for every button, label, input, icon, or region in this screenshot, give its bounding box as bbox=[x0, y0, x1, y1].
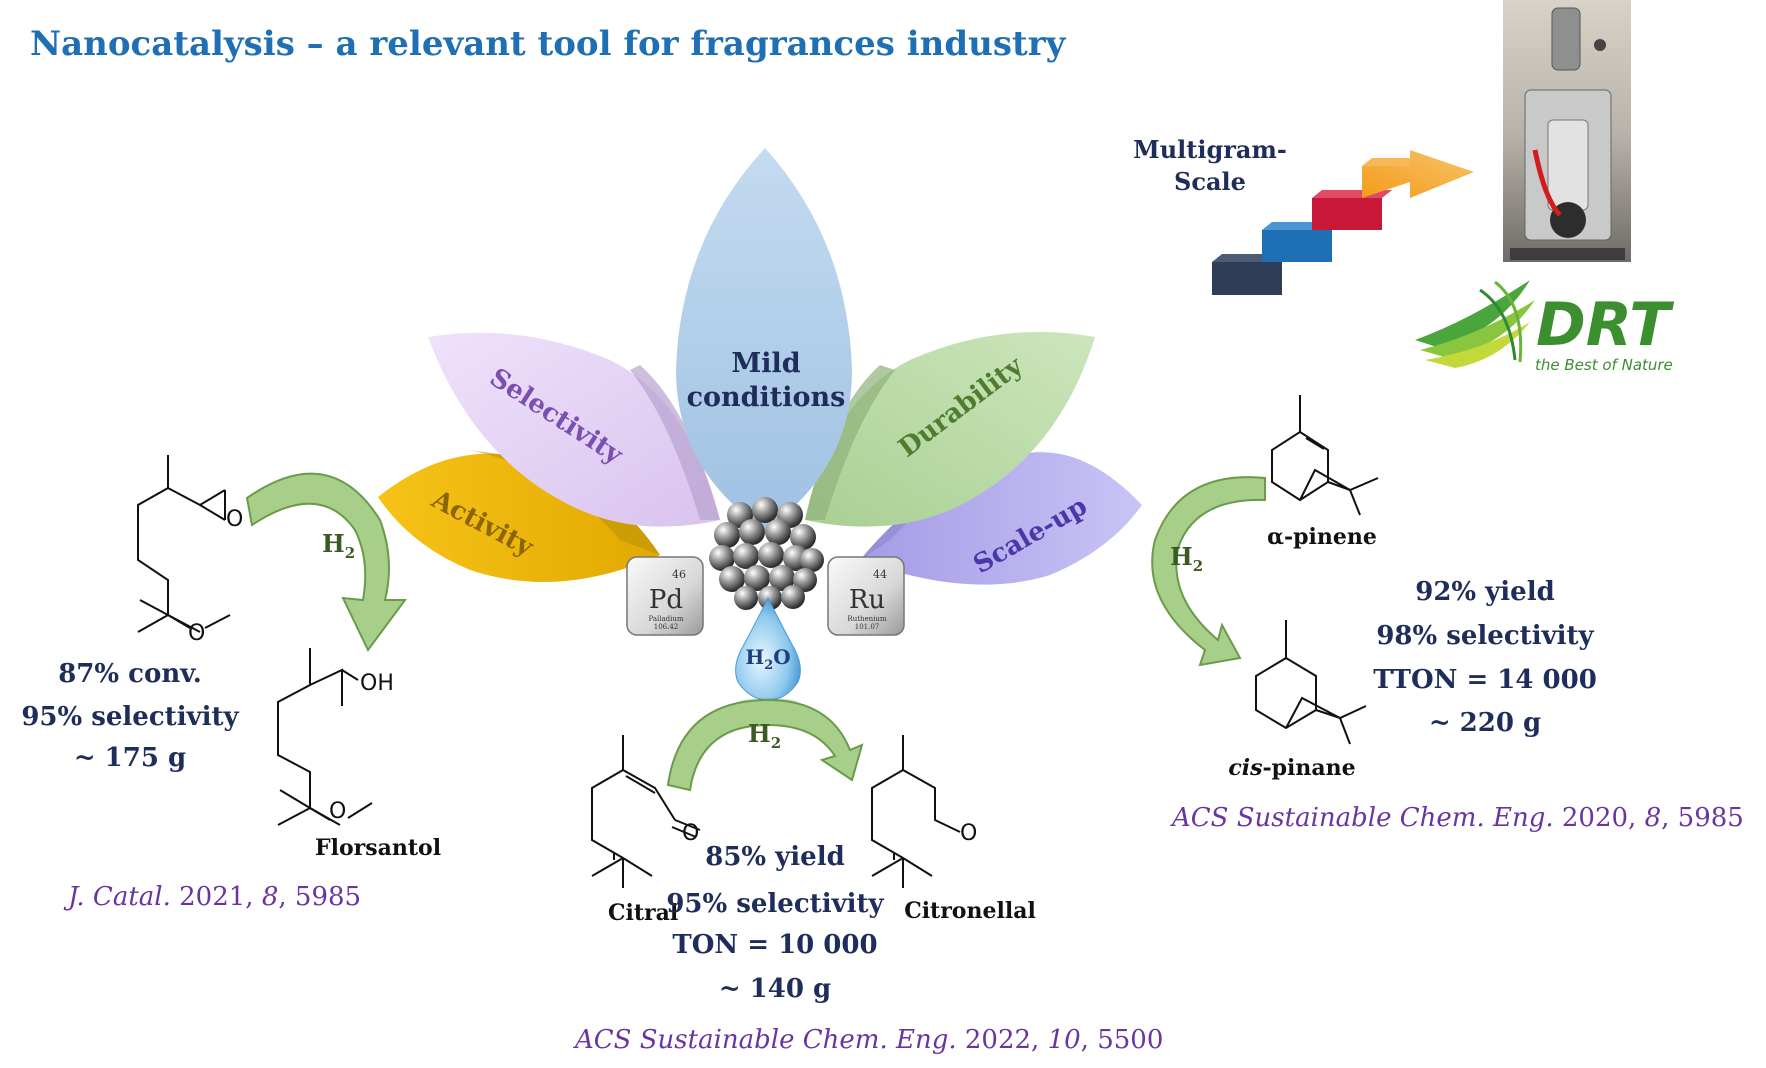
left-stat-mass: ~ 175 g bbox=[74, 743, 186, 773]
petal-label-mild-line1: Mild bbox=[731, 348, 800, 379]
drt-logo-tagline: the Best of Nature bbox=[1535, 356, 1673, 374]
ether-oxygen-atom: O bbox=[188, 621, 205, 646]
left-reaction: O O H2 87% conv. 95% selectivity ~ 175 g… bbox=[21, 455, 441, 912]
florsantol-ether-oxygen: O bbox=[329, 799, 346, 824]
svg-text:Palladium: Palladium bbox=[648, 615, 683, 623]
citronellal-structure bbox=[871, 735, 961, 888]
right-h2-label: H2 bbox=[1170, 542, 1203, 575]
florsantol-structure bbox=[277, 648, 373, 826]
nanoparticle-cluster-icon bbox=[709, 497, 824, 610]
center-stat-yield: 85% yield bbox=[705, 842, 845, 872]
petal-selectivity bbox=[428, 332, 720, 527]
svg-text:Pd: Pd bbox=[649, 585, 683, 615]
right-reference: ACS Sustainable Chem. Eng. 2020, 8, 5985 bbox=[1170, 803, 1744, 833]
petal-activity-shadow bbox=[470, 450, 660, 555]
water-drop-icon: H2O bbox=[735, 596, 801, 706]
center-stat-selectivity: 95% selectivity bbox=[666, 889, 884, 919]
petal-label-mild-line2: conditions bbox=[687, 382, 846, 413]
cis-pinane-structure bbox=[1255, 620, 1367, 745]
center-reaction: O Citral H2 O Citronellal 85% yield 95% … bbox=[573, 698, 1163, 1055]
flower-diagram: Selectivity Mild conditions Durability A… bbox=[378, 148, 1142, 706]
left-reference: J. Catal. 2021, 8, 5985 bbox=[63, 882, 361, 912]
right-stat-selectivity: 98% selectivity bbox=[1376, 621, 1594, 651]
right-stat-tton: TTON = 14 000 bbox=[1373, 665, 1597, 695]
water-label: H2O bbox=[745, 645, 790, 673]
drt-logo: DRT the Best of Nature bbox=[1415, 280, 1674, 374]
left-reaction-arrow bbox=[245, 472, 407, 652]
petal-mild-conditions bbox=[676, 148, 852, 530]
multigram-scale-graphic: Multigram- Scale bbox=[1133, 0, 1674, 374]
svg-text:Ru: Ru bbox=[849, 585, 885, 615]
right-reaction: α-pinene H2 cis-pinane 92% yield 98% sel… bbox=[1151, 395, 1744, 833]
petal-scaleup bbox=[860, 452, 1142, 585]
cis-pinane-label: cis-pinane bbox=[1228, 755, 1355, 781]
citral-oxygen-atom: O bbox=[682, 821, 699, 846]
left-h2-label: H2 bbox=[322, 529, 355, 562]
epoxide-reactant-structure bbox=[137, 455, 231, 633]
svg-text:44: 44 bbox=[873, 568, 887, 581]
citral-structure bbox=[591, 735, 701, 888]
center-stat-ton: TON = 10 000 bbox=[672, 930, 877, 960]
citronellal-oxygen-atom: O bbox=[960, 821, 977, 846]
staircase-arrow-icon bbox=[1212, 150, 1474, 295]
svg-text:Ruthenium: Ruthenium bbox=[847, 615, 886, 623]
florsantol-label: Florsantol bbox=[315, 835, 441, 861]
center-reaction-arrow bbox=[666, 698, 864, 792]
svg-text:101.07: 101.07 bbox=[855, 623, 880, 631]
center-reference: ACS Sustainable Chem. Eng. 2022, 10, 550… bbox=[573, 1025, 1163, 1055]
palladium-element-tile: 46 Pd Palladium 106.42 bbox=[626, 556, 704, 636]
drt-logo-wordmark: DRT bbox=[1536, 290, 1674, 360]
slide-title: Nanocatalysis – a relevant tool for frag… bbox=[30, 24, 1067, 64]
right-stat-mass: ~ 220 g bbox=[1429, 708, 1541, 738]
petal-durability bbox=[805, 331, 1095, 527]
alpha-pinene-structure bbox=[1271, 395, 1379, 516]
svg-text:106.42: 106.42 bbox=[654, 623, 679, 631]
petal-durability-shadow bbox=[805, 365, 895, 520]
svg-text:46: 46 bbox=[672, 568, 686, 581]
scale-label-line1: Multigram- bbox=[1133, 135, 1287, 164]
right-stat-yield: 92% yield bbox=[1415, 577, 1555, 607]
ruthenium-element-tile: 44 Ru Ruthenium 101.07 bbox=[827, 556, 905, 636]
drt-leaf-icon bbox=[1415, 280, 1535, 368]
epoxide-oxygen-atom: O bbox=[226, 507, 243, 532]
left-stat-selectivity: 95% selectivity bbox=[21, 702, 239, 732]
florsantol-hydroxyl: OH bbox=[360, 671, 394, 696]
alpha-pinene-label: α-pinene bbox=[1267, 524, 1377, 550]
scale-label-line2: Scale bbox=[1174, 167, 1246, 196]
right-reaction-arrow bbox=[1151, 476, 1266, 667]
left-stat-conversion: 87% conv. bbox=[58, 659, 202, 689]
center-stat-mass: ~ 140 g bbox=[719, 974, 831, 1004]
reactor-photo bbox=[1503, 0, 1631, 262]
citronellal-label: Citronellal bbox=[904, 898, 1036, 924]
center-h2-label: H2 bbox=[748, 719, 781, 752]
petal-selectivity-shadow bbox=[630, 365, 720, 520]
citral-label: Citral bbox=[608, 900, 678, 926]
